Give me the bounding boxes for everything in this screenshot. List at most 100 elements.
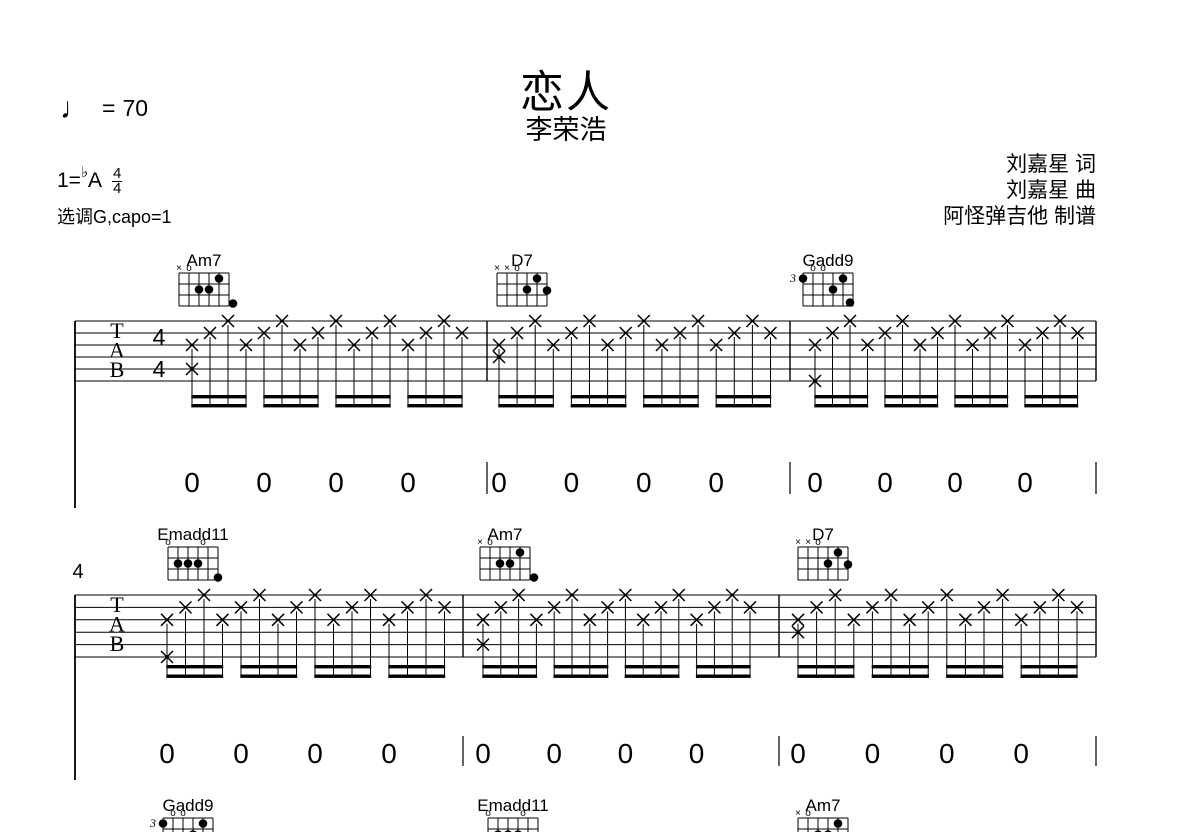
x-notehead	[178, 600, 193, 614]
x-notehead	[582, 314, 597, 328]
x-notehead	[271, 613, 285, 627]
x-notehead	[185, 362, 199, 376]
line	[546, 338, 560, 352]
time-sig-numerator: 4	[112, 165, 123, 182]
x-notehead	[965, 338, 980, 352]
x-notehead	[547, 600, 561, 614]
x-notehead	[492, 338, 506, 352]
line	[903, 613, 917, 627]
line	[197, 588, 211, 602]
sixteenth-beam	[570, 395, 627, 399]
line	[637, 314, 651, 328]
tab-clef-letter: T	[110, 318, 124, 343]
staff-time-sig-top: 4	[153, 324, 166, 350]
line	[185, 338, 199, 352]
x-notehead	[476, 638, 490, 652]
line	[745, 314, 759, 328]
sixteenth-beam	[954, 404, 1009, 408]
line	[763, 326, 778, 340]
sixteenth-beam	[814, 395, 869, 399]
x-notehead	[160, 650, 174, 664]
line	[825, 326, 840, 340]
line	[791, 613, 805, 627]
sixteenth-beam	[946, 674, 1004, 678]
measure-number: 4	[72, 561, 83, 583]
line	[1033, 600, 1047, 614]
sixteenth-beam	[1024, 395, 1079, 399]
muted-string-marker: ×	[477, 537, 483, 548]
x-notehead	[810, 600, 824, 614]
x-notehead	[401, 338, 415, 352]
line	[178, 600, 193, 614]
bass-fret-number: 0	[689, 738, 705, 769]
line	[601, 338, 615, 352]
line	[293, 338, 307, 352]
sixteenth-beam	[570, 404, 627, 408]
x-notehead	[400, 600, 415, 614]
x-notehead	[690, 613, 704, 627]
tempo-marking: ♩=70	[60, 92, 148, 126]
x-notehead	[512, 588, 526, 602]
x-notehead	[977, 600, 991, 614]
line	[619, 326, 633, 340]
x-notehead	[383, 314, 397, 328]
line	[329, 314, 343, 328]
line	[895, 314, 910, 328]
x-notehead	[655, 338, 669, 352]
bass-fret-number: 0	[947, 467, 963, 498]
finger-dot	[173, 559, 183, 568]
x-notehead	[510, 326, 524, 340]
x-notehead	[437, 600, 452, 614]
x-notehead	[913, 338, 927, 352]
sixteenth-beam	[1020, 674, 1078, 678]
finger-dot	[193, 559, 203, 568]
line	[930, 326, 945, 340]
line	[727, 326, 741, 340]
artist-name: 李荣浩	[525, 115, 607, 145]
x-notehead	[252, 588, 267, 602]
chord-name: D7	[511, 251, 533, 270]
x-notehead	[419, 326, 433, 340]
chord-name: Gadd9	[802, 251, 853, 270]
open-string-marker: o	[805, 808, 811, 819]
finger-dot	[798, 274, 808, 283]
sixteenth-beam	[388, 674, 446, 678]
x-notehead	[948, 314, 962, 328]
bass-fret-number: 0	[307, 738, 323, 769]
x-notehead	[672, 588, 686, 602]
sixteenth-beam	[263, 395, 319, 399]
line	[529, 613, 543, 627]
line	[512, 588, 526, 602]
x-notehead	[958, 613, 972, 627]
sixteenth-beam	[240, 665, 298, 669]
sixteenth-beam	[553, 665, 609, 669]
x-notehead	[843, 314, 857, 328]
x-notehead	[239, 338, 253, 352]
sixteenth-beam	[498, 395, 554, 399]
line	[958, 613, 972, 627]
open-string-marker: o	[487, 537, 493, 548]
finger-dot	[194, 285, 204, 294]
line	[564, 326, 578, 340]
x-notehead	[601, 338, 615, 352]
open-string-marker: o	[186, 263, 192, 274]
line	[601, 600, 615, 614]
chord-name: Am7	[806, 796, 841, 815]
sixteenth-beam	[871, 665, 929, 669]
chord-diagram-Am7: Am7×o	[477, 525, 539, 582]
line	[528, 314, 542, 328]
line	[347, 338, 361, 352]
sixteenth-beam	[263, 404, 319, 408]
finger-dot	[833, 548, 843, 557]
line	[383, 314, 397, 328]
x-notehead	[437, 314, 451, 328]
x-notehead	[725, 588, 739, 602]
bass-fret-number: 0	[636, 467, 652, 498]
bass-fret-number: 0	[807, 467, 823, 498]
x-notehead	[185, 338, 199, 352]
x-notehead	[365, 326, 379, 340]
